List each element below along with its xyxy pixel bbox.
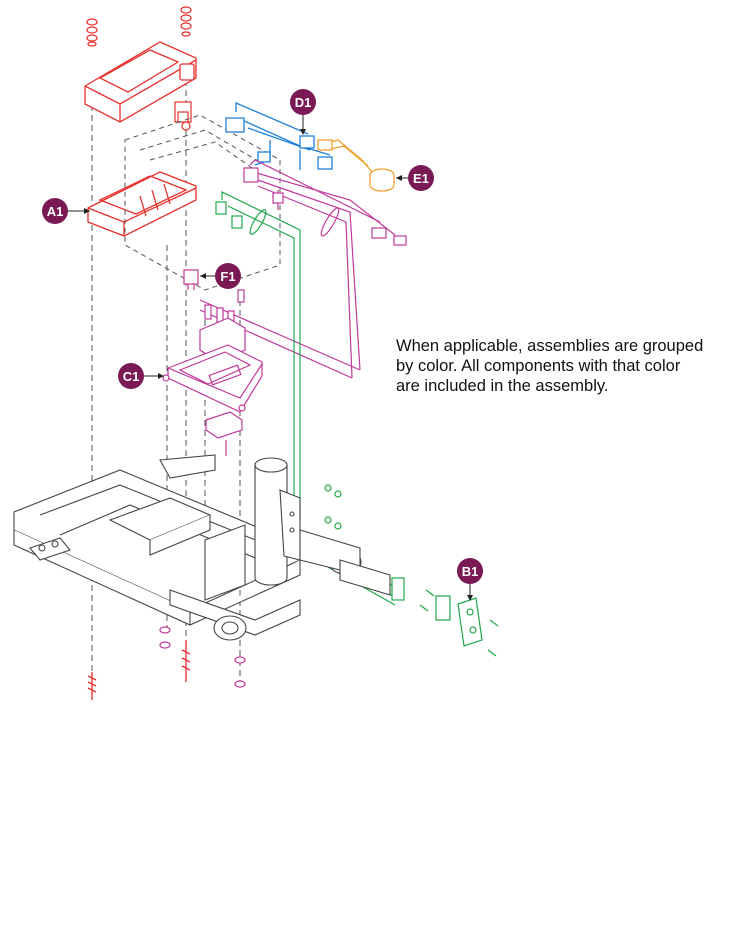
callout-a1: A1 (42, 198, 90, 224)
controller-body (87, 171, 197, 237)
side-bracket (299, 529, 391, 596)
callout-c1-label: C1 (123, 369, 140, 384)
connector-assembly-c1 (162, 289, 263, 456)
module-e1 (317, 139, 395, 192)
nut-stack-right (180, 6, 192, 37)
top-hardware (86, 6, 192, 47)
harness-d1 (225, 102, 333, 170)
callout-e1: E1 (396, 165, 434, 191)
controller-footprint (124, 114, 281, 291)
color-grouping-note: When applicable, assemblies are grouped … (396, 336, 716, 396)
seat-post (254, 457, 301, 586)
callout-c1: C1 (118, 363, 164, 389)
note-line-2: by color. All components with that color (396, 357, 681, 375)
callout-a1-label: A1 (47, 204, 64, 219)
harness-c1 (199, 159, 407, 379)
note-line-1: When applicable, assemblies are grouped (396, 337, 704, 355)
controller-cover (84, 41, 197, 123)
connector-assembly-b1 (324, 484, 499, 657)
callout-b1-label: B1 (462, 564, 479, 579)
fuse-f1 (183, 269, 199, 290)
callout-d1: D1 (290, 89, 316, 135)
bottom-hardware (87, 626, 246, 700)
callout-b1: B1 (457, 558, 483, 601)
note-line-3: are included in the assembly. (396, 377, 609, 395)
callout-d1-label: D1 (295, 95, 312, 110)
chassis-frame (13, 454, 362, 641)
cover-connector (174, 101, 192, 131)
callout-f1: F1 (200, 263, 241, 289)
callout-e1-label: E1 (413, 171, 429, 186)
callout-f1-label: F1 (220, 269, 235, 284)
nut-stack-left (86, 18, 98, 47)
